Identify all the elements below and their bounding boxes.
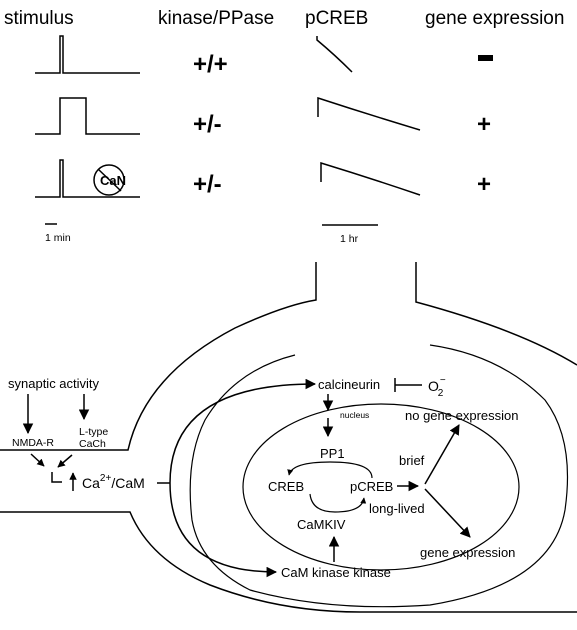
synaptic-activity-label: synaptic activity	[8, 376, 100, 391]
gene-row-3: +	[477, 171, 491, 198]
phosphorylation-arrow	[309, 493, 367, 513]
cell-membrane-lower	[0, 511, 577, 613]
nmdar-influx-arrow	[30, 453, 45, 467]
gene-row-2: +	[477, 111, 491, 138]
calcineurin-label: calcineurin	[318, 377, 380, 392]
influx-merge-line	[51, 472, 62, 483]
camkk-label: CaM kinase kinase	[281, 565, 391, 580]
can-label: CaN	[100, 173, 126, 188]
header-stimulus: stimulus	[4, 8, 74, 29]
stimulus-trace-long	[35, 97, 140, 135]
gene-minus-sign	[478, 55, 493, 61]
header-gene-expression: gene expression	[425, 8, 564, 29]
calcineurin-blocked-icon: CaN	[93, 164, 126, 196]
stimulus-trace-brief	[35, 35, 140, 74]
kinase-row-3: +/-	[193, 171, 222, 198]
ca-to-camkk-arrow	[169, 482, 278, 578]
ltype-label-2: CaCh	[79, 438, 106, 450]
to-gene-arrow	[424, 488, 471, 538]
header-pcreb: pCREB	[305, 8, 368, 29]
gene-expression-label: gene expression	[420, 545, 515, 560]
kinase-row-1: +/+	[193, 51, 228, 78]
ltype-label-1: L-type	[79, 426, 108, 438]
superoxide-label: O−2	[428, 375, 446, 399]
ltype-influx-arrow	[57, 454, 73, 468]
cell-membrane-right	[415, 262, 577, 366]
to-no-gene-arrow	[424, 424, 460, 485]
pcreb-trace-long-2	[320, 161, 421, 196]
long-lived-label: long-lived	[369, 501, 425, 516]
pp1-label: PP1	[320, 446, 345, 461]
pcreb-label: pCREB	[350, 479, 393, 494]
stimulus-trace-brief-can-blocked	[35, 159, 140, 198]
cytoplasm-outline	[189, 344, 569, 608]
nucleus-outline	[242, 403, 520, 571]
ca-cam-label: Ca2+/CaM	[82, 473, 145, 491]
pcreb-trace-long	[317, 96, 421, 131]
creb-label: CREB	[268, 479, 304, 494]
pcreb-trace-short	[316, 36, 353, 73]
header-kinase: kinase/PPase	[158, 8, 274, 29]
dephosphorylation-arrow	[287, 461, 373, 479]
kinase-row-2: +/-	[193, 111, 222, 138]
scalebar-hr-label: 1 hr	[340, 233, 359, 245]
nucleus-label: nucleus	[340, 410, 369, 420]
brief-label: brief	[399, 453, 425, 468]
scalebar-min-label: 1 min	[45, 232, 71, 244]
ca-to-calcineurin-arrow	[169, 378, 317, 484]
cell-membrane-upper	[0, 262, 317, 451]
camkiv-label: CaMKIV	[297, 517, 346, 532]
nmdar-label: NMDA-R	[12, 437, 54, 449]
no-gene-expression-label: no gene expression	[405, 408, 518, 423]
